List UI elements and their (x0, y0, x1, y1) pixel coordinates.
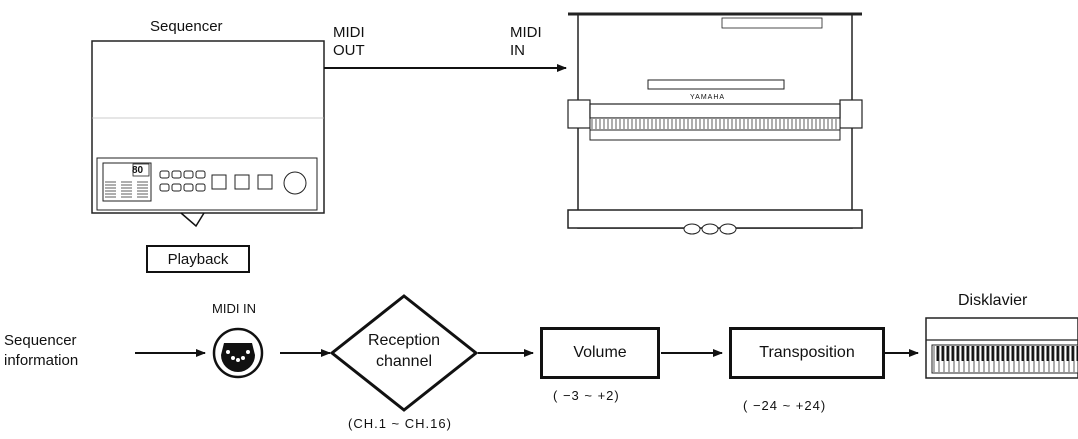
disklavier-black-key (936, 346, 939, 361)
sequencer-device (91, 40, 325, 214)
source-label-line1: Sequencer (4, 332, 77, 349)
disklavier-black-key (1041, 346, 1044, 361)
disklavier-black-key (1011, 346, 1014, 361)
disklavier-piano-icon (925, 317, 1078, 379)
disklavier-black-key (1056, 346, 1059, 361)
disklavier-black-key (981, 346, 984, 361)
midi-out-label-line1: MIDI (333, 24, 365, 41)
sequencer-display-readout: 80 (132, 165, 144, 176)
disklavier-label: Disklavier (958, 292, 1028, 309)
piano-brand-logo: YAMAHA (690, 94, 726, 101)
transposition-range: ( −24 ~ +24) (743, 398, 827, 413)
sequencer-label: Sequencer (150, 18, 223, 35)
disklavier-black-key (1006, 346, 1009, 361)
disklavier-black-key (1051, 346, 1054, 361)
disklavier-black-key (1061, 346, 1064, 361)
disklavier-black-key (966, 346, 969, 361)
volume-box: Volume (540, 327, 660, 379)
reception-channel-diamond (329, 294, 479, 412)
disklavier-black-key (976, 346, 979, 361)
disklavier-black-key (986, 346, 989, 361)
disklavier-black-key (1001, 346, 1004, 361)
disklavier-black-key (941, 346, 944, 361)
transposition-box: Transposition (729, 327, 885, 379)
disklavier-black-key (1026, 346, 1029, 361)
disklavier-black-key (1016, 346, 1019, 361)
piano-keyboard (591, 119, 837, 129)
playback-callout-pointer (180, 212, 205, 228)
reception-channel-label-line1: Reception (367, 332, 441, 349)
reception-channel-range: (CH.1 ~ CH.16) (348, 416, 452, 431)
midi-in-jack-icon (212, 327, 264, 379)
disklavier-black-key (1021, 346, 1024, 361)
volume-range: ( −3 ~ +2) (553, 388, 620, 403)
disklavier-black-key (971, 346, 974, 361)
disklavier-keyboard (933, 346, 1078, 372)
midi-in-label-line1: MIDI (510, 24, 542, 41)
midi-out-label-line2: OUT (333, 42, 365, 59)
playback-callout: Playback (146, 245, 250, 273)
disklavier-black-key (1071, 346, 1074, 361)
disklavier-black-key (991, 346, 994, 361)
disklavier-black-key (956, 346, 959, 361)
midi-in-jack-label: MIDI IN (212, 301, 257, 316)
disklavier-black-key (1066, 346, 1069, 361)
reception-channel-label-line2: channel (375, 353, 433, 370)
disklavier-black-key (951, 346, 954, 361)
disklavier-black-key (961, 346, 964, 361)
midi-in-label-line2: IN (510, 42, 525, 59)
disklavier-black-key (1031, 346, 1034, 361)
source-label-line2: information (4, 352, 79, 369)
disklavier-black-key (1046, 346, 1049, 361)
disklavier-black-key (996, 346, 999, 361)
disklavier-black-key (1036, 346, 1039, 361)
disklavier-black-key (1076, 346, 1078, 361)
disklavier-black-key (946, 346, 949, 361)
